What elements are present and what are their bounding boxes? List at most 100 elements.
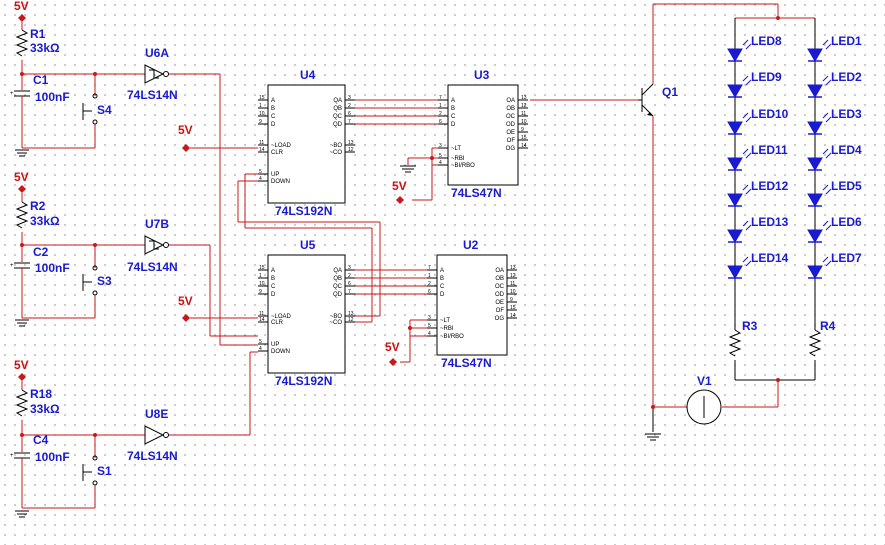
pin-number: 3 xyxy=(439,143,442,149)
r18-ref: R18 xyxy=(30,387,52,401)
pin-label: QD xyxy=(333,122,343,128)
led-label: LED3 xyxy=(831,107,862,121)
led-label: LED12 xyxy=(751,179,789,193)
power-pin-u2 xyxy=(389,358,397,366)
power-pin-r2 xyxy=(18,185,26,193)
pin-label: C xyxy=(271,284,276,290)
led-led14: LED14 xyxy=(727,251,789,279)
c2-value: 100nF xyxy=(35,261,70,275)
pin-number: 7 xyxy=(428,265,431,271)
pin-label: CLR xyxy=(271,320,284,326)
pin-number: 9 xyxy=(521,127,524,133)
pin-label: D xyxy=(451,122,456,128)
pin-label: OG xyxy=(495,316,505,322)
c4-ref: C4 xyxy=(33,433,49,447)
pin-number: 6 xyxy=(428,289,431,295)
debounce-circuit-3[interactable]: + R18 33kΩ C4 100nF S1 U8E 74LS14N xyxy=(10,381,250,518)
u4-ref: U4 xyxy=(300,68,316,82)
u6a-part: 74LS14N xyxy=(127,88,178,102)
pin-number: 14 xyxy=(521,143,527,149)
pin-label: QA xyxy=(333,268,342,274)
pin-label: ~BI/RBO xyxy=(440,334,464,340)
pin-number: 14 xyxy=(510,313,516,319)
pin-label: ~RBI xyxy=(451,156,465,162)
pin-label: ~CO xyxy=(329,150,342,156)
led-led11: LED11 xyxy=(727,143,788,171)
pin-label: ~LOAD xyxy=(271,143,292,149)
pin-label: CLR xyxy=(271,150,284,156)
pin-number: 4 xyxy=(439,160,442,166)
led-led10: LED10 xyxy=(727,107,789,135)
pin-number: 4 xyxy=(428,331,431,337)
pin-label: OF xyxy=(507,138,516,144)
pin-label: D xyxy=(271,292,276,298)
transistor-q1[interactable]: Q1 xyxy=(638,3,779,441)
pin-label: OE xyxy=(495,300,504,306)
pin-label: OD xyxy=(506,122,516,128)
pin-number: 1 xyxy=(259,273,262,279)
pin-label: ~LT xyxy=(440,318,450,324)
pin-number: 4 xyxy=(259,346,262,352)
pin-number: 14 xyxy=(259,317,265,323)
power-pin-u5 xyxy=(182,314,190,322)
u6a-ref: U6A xyxy=(145,46,169,60)
led-label: LED8 xyxy=(751,34,782,48)
pin-number: 13 xyxy=(521,95,527,101)
pin-number: 10 xyxy=(521,119,527,125)
pin-label: A xyxy=(271,268,275,274)
pin-label: QC xyxy=(333,114,343,120)
led-led12: LED12 xyxy=(727,179,789,207)
pin-label: ~RBI xyxy=(440,326,454,332)
pin-label: C xyxy=(440,284,445,290)
led-label: LED13 xyxy=(751,215,789,229)
pin-number: 9 xyxy=(510,297,513,303)
pin-label: ~BO xyxy=(330,314,343,320)
pin-number: 1 xyxy=(428,273,431,279)
pin-number: 5 xyxy=(259,169,262,175)
pin-number: 10 xyxy=(259,111,265,117)
s1-ref: S1 xyxy=(97,464,112,478)
led-label: LED9 xyxy=(751,70,782,84)
u2-ref: U2 xyxy=(463,238,479,252)
pin-label: QB xyxy=(333,106,342,112)
pin-label: B xyxy=(271,276,275,282)
pin-label: B xyxy=(451,106,455,112)
pin-number: 5 xyxy=(428,323,431,329)
led-label: LED11 xyxy=(751,143,788,157)
pin-label: QA xyxy=(333,98,342,104)
r18-value: 33kΩ xyxy=(30,402,60,416)
pin-number: 12 xyxy=(348,317,354,323)
led-led6: LED6 xyxy=(807,215,862,243)
u4-part: 74LS192N xyxy=(275,204,332,218)
pin-number: 1 xyxy=(439,103,442,109)
pin-label: A xyxy=(440,268,444,274)
pin-label: C xyxy=(451,114,456,120)
u3-ref: U3 xyxy=(474,68,490,82)
u7b-ref: U7B xyxy=(145,217,169,231)
debounce-circuit-1[interactable]: + R1 33kΩ C1 100nF S4 U6A 74LS14N xyxy=(10,22,220,157)
pin-number: 10 xyxy=(259,281,265,287)
pin-number: 2 xyxy=(348,273,351,279)
c1-ref: C1 xyxy=(33,73,49,87)
load-circuit[interactable]: R3 R4 V1 xyxy=(653,319,836,425)
pin-label: OA xyxy=(495,268,504,274)
power-pin-r1 xyxy=(18,14,26,22)
debounce-circuit-2[interactable]: + R2 33kΩ C2 100nF S3 U7B 74LS14N xyxy=(10,193,210,327)
r4-symbol xyxy=(808,329,822,357)
pin-number: 3 xyxy=(348,95,351,101)
pin-label: A xyxy=(271,98,275,104)
pin-label: QC xyxy=(333,284,343,290)
pin-number: 5 xyxy=(259,339,262,345)
pin-label: OA xyxy=(506,98,515,104)
pin-number: 4 xyxy=(259,176,262,182)
pin-label: OF xyxy=(496,308,505,314)
